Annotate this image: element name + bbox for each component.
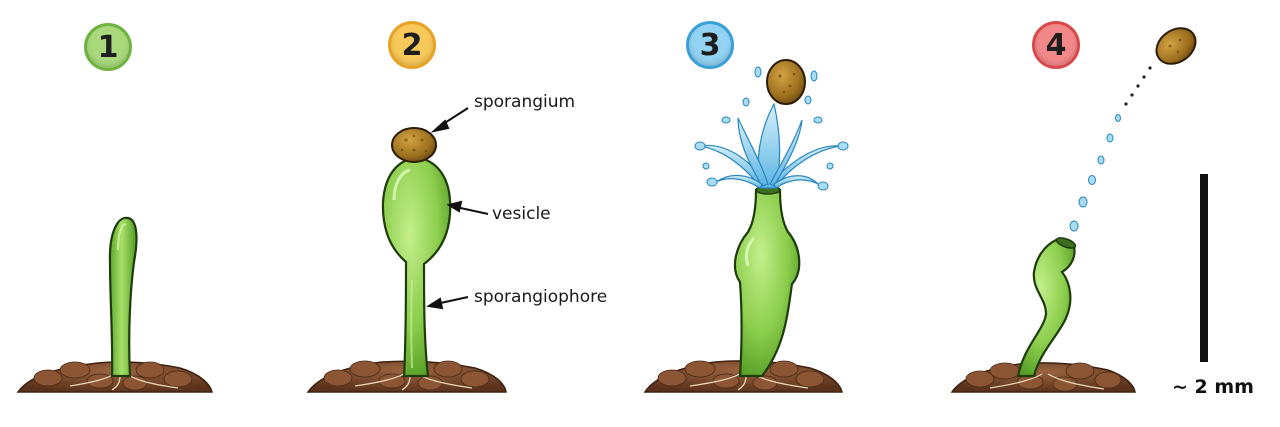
label-pointers [426, 107, 489, 310]
sporangium [391, 127, 437, 163]
stage1-young-sporangiophore [108, 216, 138, 378]
label-sporangium: sporangium [474, 92, 576, 112]
scale-label: ~ 2 mm [1172, 376, 1254, 398]
soil-mound-4 [950, 362, 1136, 393]
stage2-mature-sporangiophore [381, 127, 452, 378]
stage-badge-3: 3 [686, 21, 734, 69]
ejected-sporangium-stage3 [766, 59, 806, 105]
label-sporangiophore: sporangiophore [474, 287, 608, 307]
stage3-discharging-sporangiophore [733, 185, 801, 378]
water-droplets [694, 66, 849, 191]
ejected-sporangium-stage4 [1155, 27, 1197, 65]
stage4-collapsed-sporangiophore [1016, 237, 1077, 378]
label-vesicle: vesicle [492, 204, 551, 224]
stage-badge-2: 2 [388, 21, 436, 69]
scale-bar [1200, 174, 1208, 362]
stage-badge-4: 4 [1032, 21, 1080, 69]
droplet-trail [1069, 114, 1121, 232]
trajectory-dots [1124, 66, 1152, 106]
water-jet [699, 102, 841, 189]
stage-badge-1: 1 [84, 23, 132, 71]
